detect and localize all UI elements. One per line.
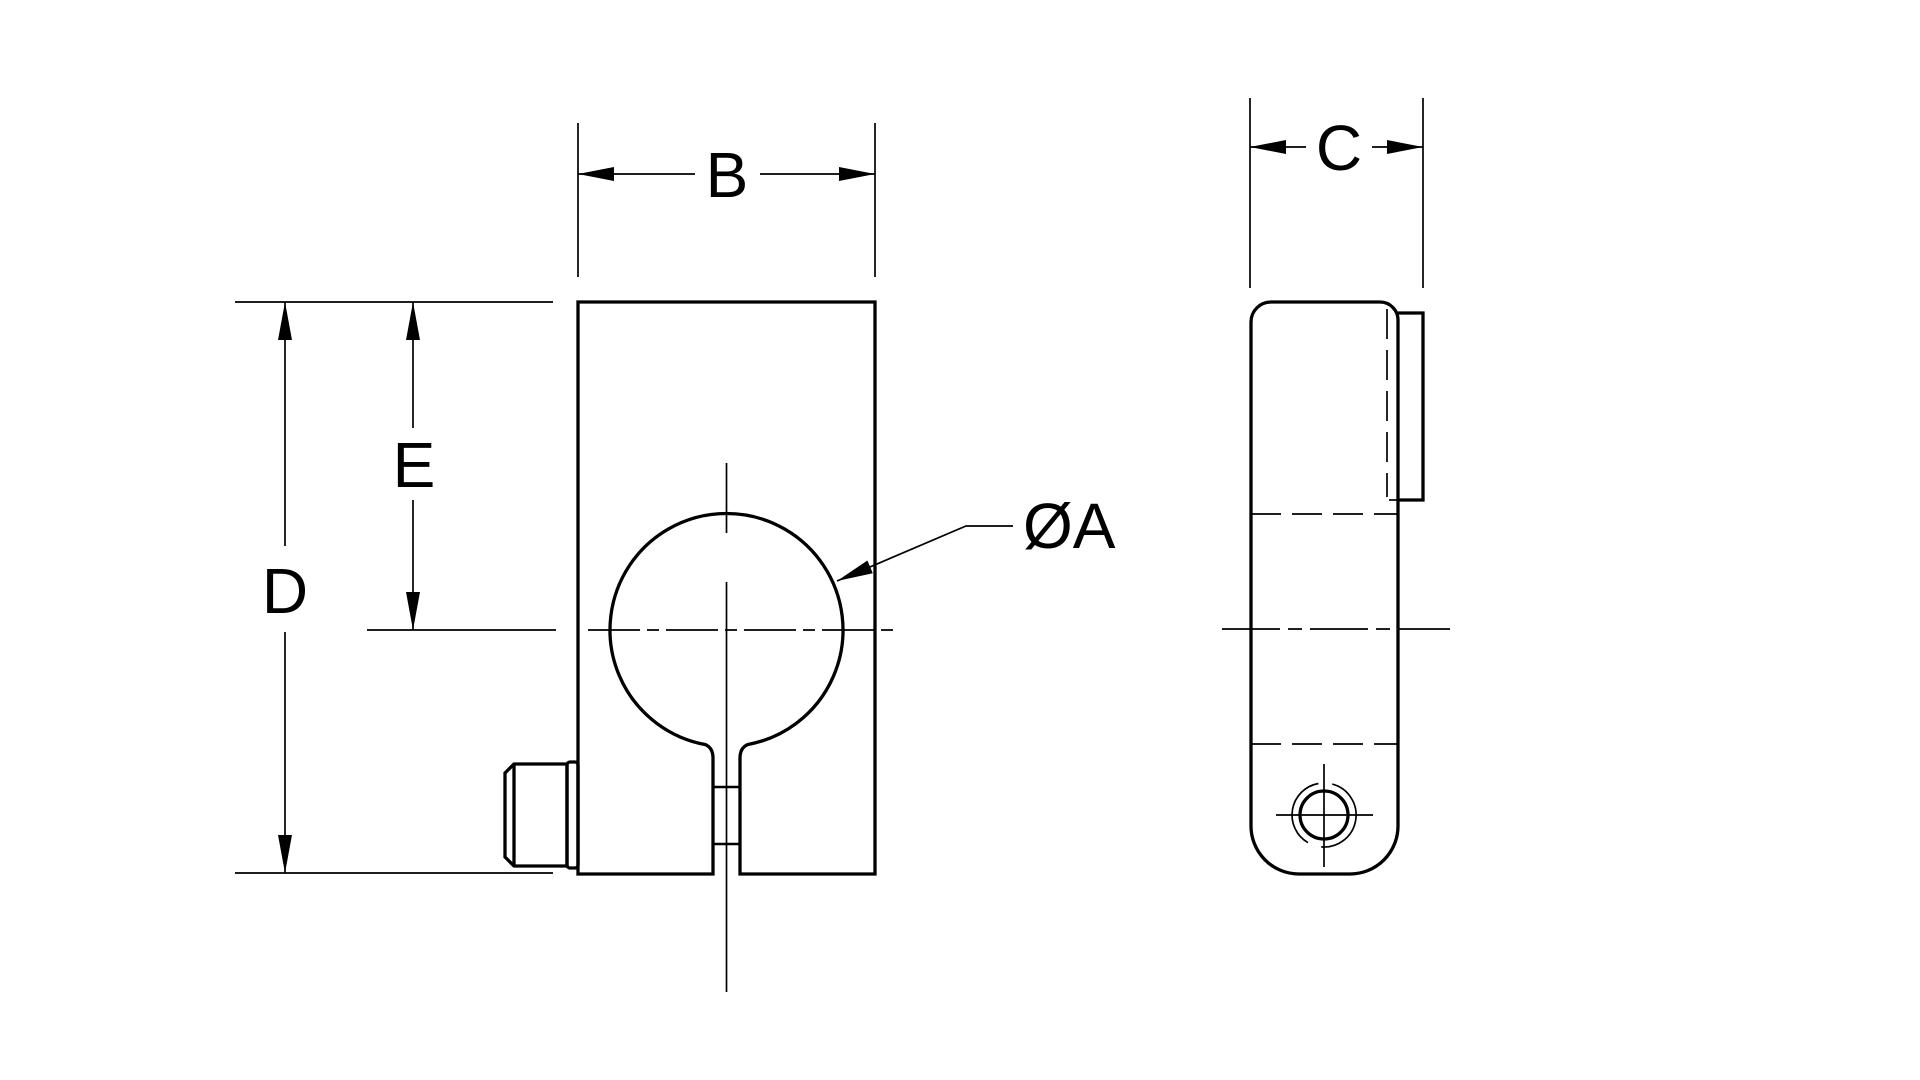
leader-line	[836, 525, 1013, 582]
dim-c-arrow-right	[1387, 140, 1423, 154]
dim-e-arrow-bottom	[406, 592, 420, 630]
thread-major-arc-right	[1321, 783, 1357, 848]
thread-major-arc-left	[1291, 782, 1319, 844]
dim-d-arrow-bottom	[278, 835, 292, 873]
dimension-E: E	[393, 302, 436, 630]
front-view	[367, 300, 900, 992]
dim-b-arrow-right	[839, 167, 875, 181]
side-view-tab	[1398, 311, 1425, 502]
dim-b-arrow-left	[578, 167, 614, 181]
leader-arrowhead	[837, 560, 873, 581]
dim-d-arrow-top	[278, 302, 292, 340]
side-view-outline	[1249, 300, 1400, 876]
side-view	[1222, 300, 1450, 876]
dim-e-arrow-top	[406, 302, 420, 340]
dimension-D: D	[235, 301, 553, 874]
bore-diameter-label: ØA	[1023, 490, 1116, 562]
front-view-outline	[576, 300, 877, 876]
clamp-bolt-washer	[565, 760, 580, 870]
dim-c-label: C	[1316, 112, 1362, 184]
dimension-B: B	[577, 123, 876, 277]
dim-e-label: E	[393, 429, 436, 501]
callout-bore-diameter: ØA	[836, 490, 1116, 582]
dim-d-label: D	[262, 555, 308, 627]
dim-b-label: B	[706, 139, 749, 211]
dimension-C: C	[1249, 98, 1424, 288]
dim-c-arrow-left	[1250, 140, 1286, 154]
